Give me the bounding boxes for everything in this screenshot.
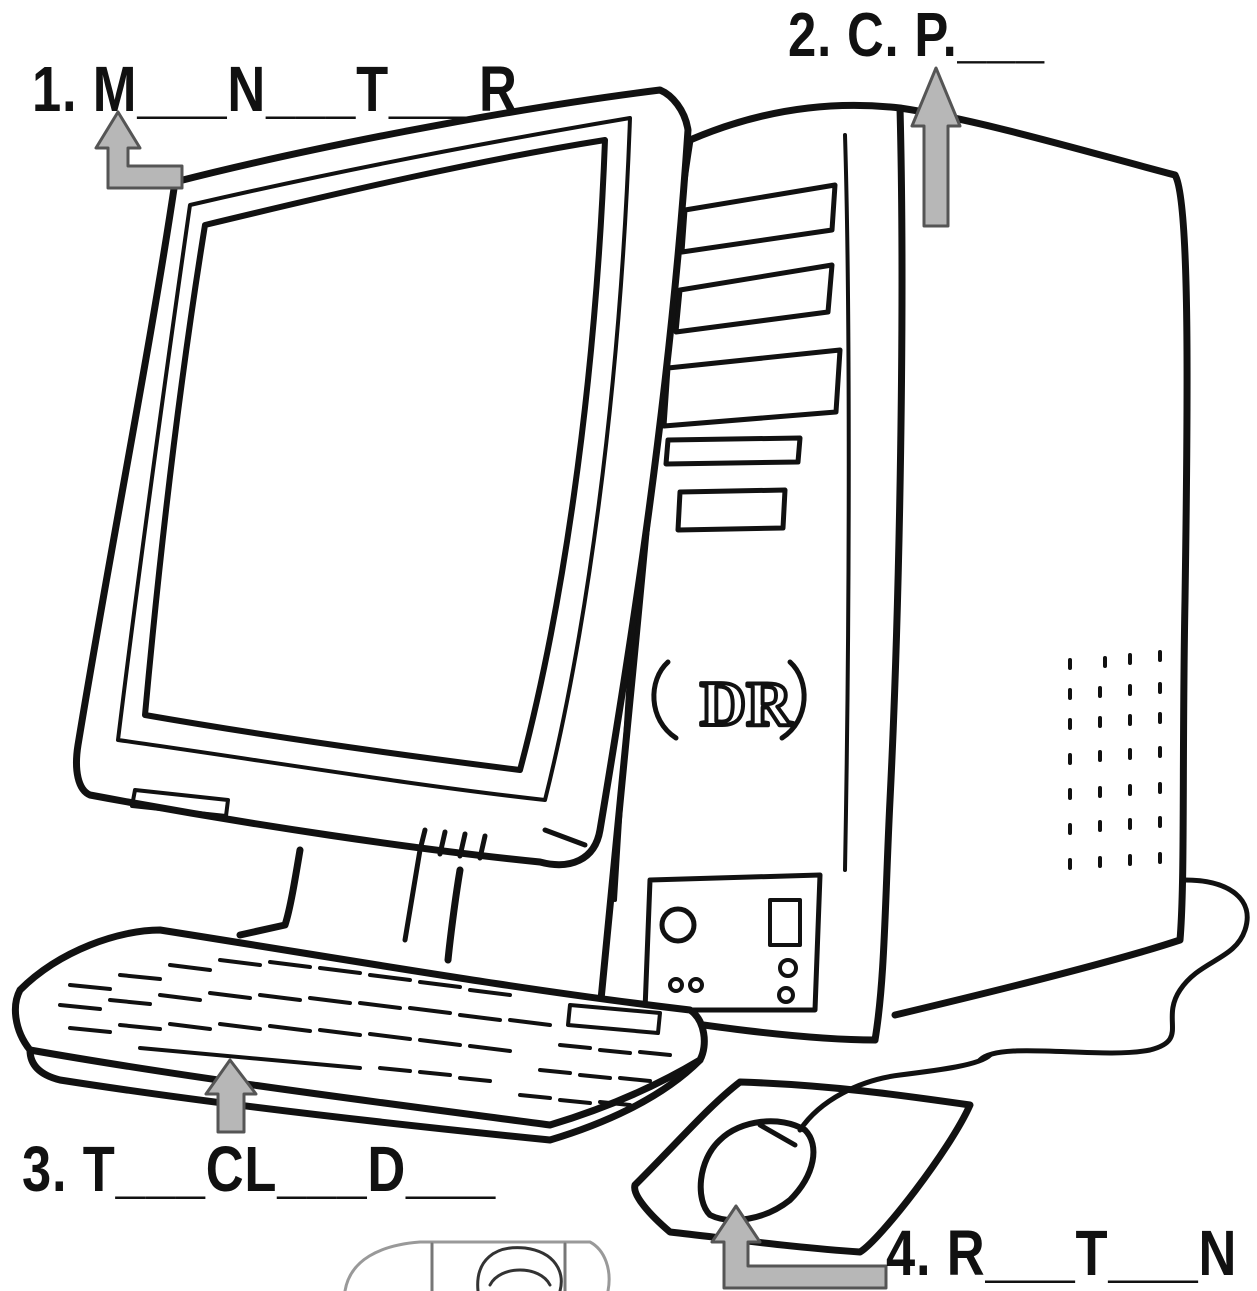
monitor-label: 1. M___N___T___R xyxy=(32,52,518,126)
case-logo: DR xyxy=(654,662,804,739)
mouse-label: 4. R___T___N xyxy=(886,1216,1237,1290)
partial-character-image xyxy=(345,1242,609,1291)
cpu-tower xyxy=(600,105,1247,1060)
cpu-label: 2. C. P.___ xyxy=(788,0,1045,71)
cpu-arrow-icon xyxy=(912,68,960,226)
keyboard-label: 3. T___CL___D___ xyxy=(22,1132,496,1206)
case-logo-text: DR xyxy=(700,668,793,739)
vent-holes xyxy=(1070,652,1160,868)
monitor xyxy=(77,90,689,960)
keyboard xyxy=(15,930,704,1140)
